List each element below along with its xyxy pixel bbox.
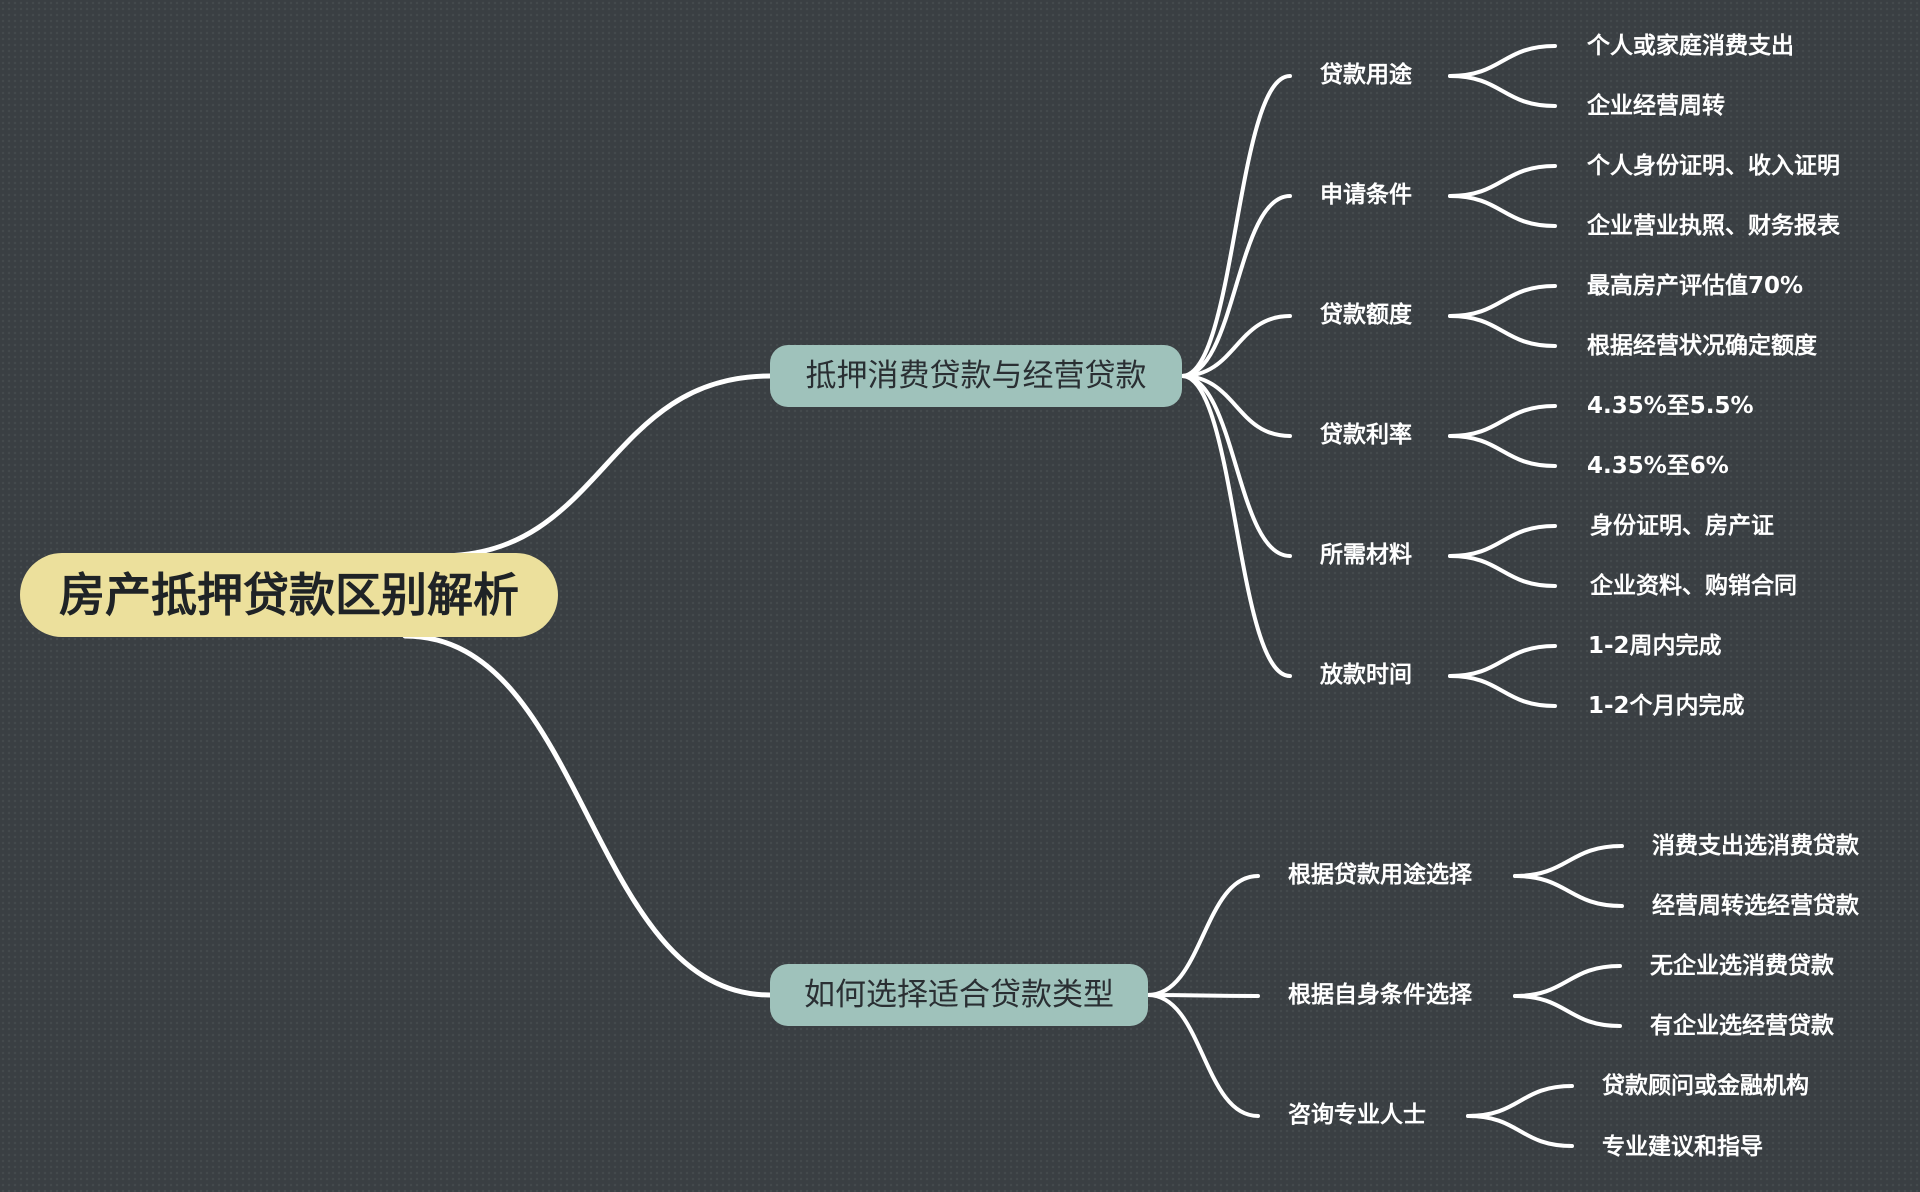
connector-sub-5-leaf-0 bbox=[1448, 644, 1557, 678]
leaf-consumer-spending-consumer-loan[interactable]: 消费支出选消费贷款 bbox=[1652, 833, 1859, 859]
connector-sub-0-leaf-1 bbox=[1448, 74, 1557, 108]
connector-sub2-2-leaf-0 bbox=[1466, 1084, 1574, 1118]
root-topic[interactable]: 房产抵押贷款区别解析 bbox=[20, 553, 558, 637]
branch-how-to-choose-loan-type[interactable]: 如何选择适合贷款类型 bbox=[770, 964, 1148, 1026]
subtopic-application-conditions[interactable]: 申请条件 bbox=[1320, 182, 1412, 208]
connector-sub-3-leaf-1 bbox=[1448, 434, 1557, 468]
leaf-working-capital-business-loan[interactable]: 经营周转选经营贷款 bbox=[1652, 893, 1859, 919]
subtopic-loan-purpose[interactable]: 贷款用途 bbox=[1320, 62, 1412, 88]
connector-sub-4-leaf-1 bbox=[1448, 554, 1557, 588]
subtopic-disbursement-time[interactable]: 放款时间 bbox=[1320, 662, 1412, 688]
leaf-loan-advisor-institution[interactable]: 贷款顾问或金融机构 bbox=[1602, 1073, 1809, 1099]
connector-sub-1-leaf-1 bbox=[1448, 194, 1557, 228]
connector-branch-1-sub-1 bbox=[1180, 194, 1292, 378]
connector-branch-2-sub-2 bbox=[1146, 993, 1260, 1118]
connector-sub-4-leaf-0 bbox=[1448, 524, 1557, 558]
connector-sub-0-leaf-0 bbox=[1448, 44, 1557, 78]
leaf-id-property-certificate[interactable]: 身份证明、房产证 bbox=[1590, 513, 1774, 539]
connector-sub2-2-leaf-1 bbox=[1466, 1114, 1574, 1148]
connector-sub-2-leaf-0 bbox=[1448, 284, 1557, 318]
connector-branch-1-sub-4 bbox=[1180, 374, 1292, 558]
connector-sub-3-leaf-0 bbox=[1448, 404, 1557, 438]
connector-branch-1-sub-3 bbox=[1180, 374, 1292, 438]
leaf-personal-id-income-proof[interactable]: 个人身份证明、收入证明 bbox=[1587, 153, 1840, 179]
leaf-no-company-consumer-loan[interactable]: 无企业选消费贷款 bbox=[1650, 953, 1834, 979]
leaf-business-working-capital[interactable]: 企业经营周转 bbox=[1587, 93, 1725, 119]
subtopic-choose-by-purpose[interactable]: 根据贷款用途选择 bbox=[1288, 862, 1472, 888]
connector-branch-2-sub-1 bbox=[1146, 993, 1260, 998]
branch-mortgage-consumer-vs-business[interactable]: 抵押消费贷款与经营贷款 bbox=[770, 345, 1182, 407]
leaf-has-company-business-loan[interactable]: 有企业选经营贷款 bbox=[1650, 1013, 1834, 1039]
connector-sub2-0-leaf-0 bbox=[1513, 844, 1624, 878]
subtopic-choose-by-conditions[interactable]: 根据自身条件选择 bbox=[1288, 982, 1472, 1008]
subtopic-consult-professionals[interactable]: 咨询专业人士 bbox=[1288, 1102, 1426, 1128]
connector-root-branch-1 bbox=[437, 373, 773, 559]
connector-branch-1-sub-5 bbox=[1180, 374, 1292, 678]
connector-branch-1-sub-2 bbox=[1180, 314, 1292, 378]
connector-branch-1-sub-0 bbox=[1180, 74, 1292, 378]
leaf-rate-business[interactable]: 4.35%至6% bbox=[1587, 453, 1729, 479]
leaf-business-license-financials[interactable]: 企业营业执照、财务报表 bbox=[1587, 213, 1840, 239]
subtopic-loan-amount[interactable]: 贷款额度 bbox=[1320, 302, 1412, 328]
leaf-max-70-percent-valuation[interactable]: 最高房产评估值70% bbox=[1587, 273, 1804, 299]
connector-sub2-1-leaf-0 bbox=[1513, 964, 1622, 998]
leaf-company-docs-contracts[interactable]: 企业资料、购销合同 bbox=[1590, 573, 1797, 599]
leaf-rate-consumer[interactable]: 4.35%至5.5% bbox=[1587, 393, 1754, 419]
connector-sub2-1-leaf-1 bbox=[1513, 994, 1622, 1028]
leaf-personal-household-spending[interactable]: 个人或家庭消费支出 bbox=[1587, 33, 1794, 59]
connector-root-branch-2 bbox=[402, 633, 773, 998]
subtopic-loan-interest-rate[interactable]: 贷款利率 bbox=[1320, 422, 1412, 448]
connector-sub-2-leaf-1 bbox=[1448, 314, 1557, 348]
connector-sub-5-leaf-1 bbox=[1448, 674, 1557, 708]
connector-sub-1-leaf-0 bbox=[1448, 164, 1557, 198]
subtopic-required-materials[interactable]: 所需材料 bbox=[1320, 542, 1412, 568]
leaf-within-1-2-months[interactable]: 1-2个月内完成 bbox=[1588, 693, 1745, 719]
leaf-amount-by-operations[interactable]: 根据经营状况确定额度 bbox=[1587, 333, 1817, 359]
leaf-within-1-2-weeks[interactable]: 1-2周内完成 bbox=[1588, 633, 1722, 659]
leaf-professional-advice[interactable]: 专业建议和指导 bbox=[1602, 1134, 1763, 1160]
connector-branch-2-sub-0 bbox=[1146, 874, 1260, 997]
connector-sub2-0-leaf-1 bbox=[1513, 874, 1624, 908]
